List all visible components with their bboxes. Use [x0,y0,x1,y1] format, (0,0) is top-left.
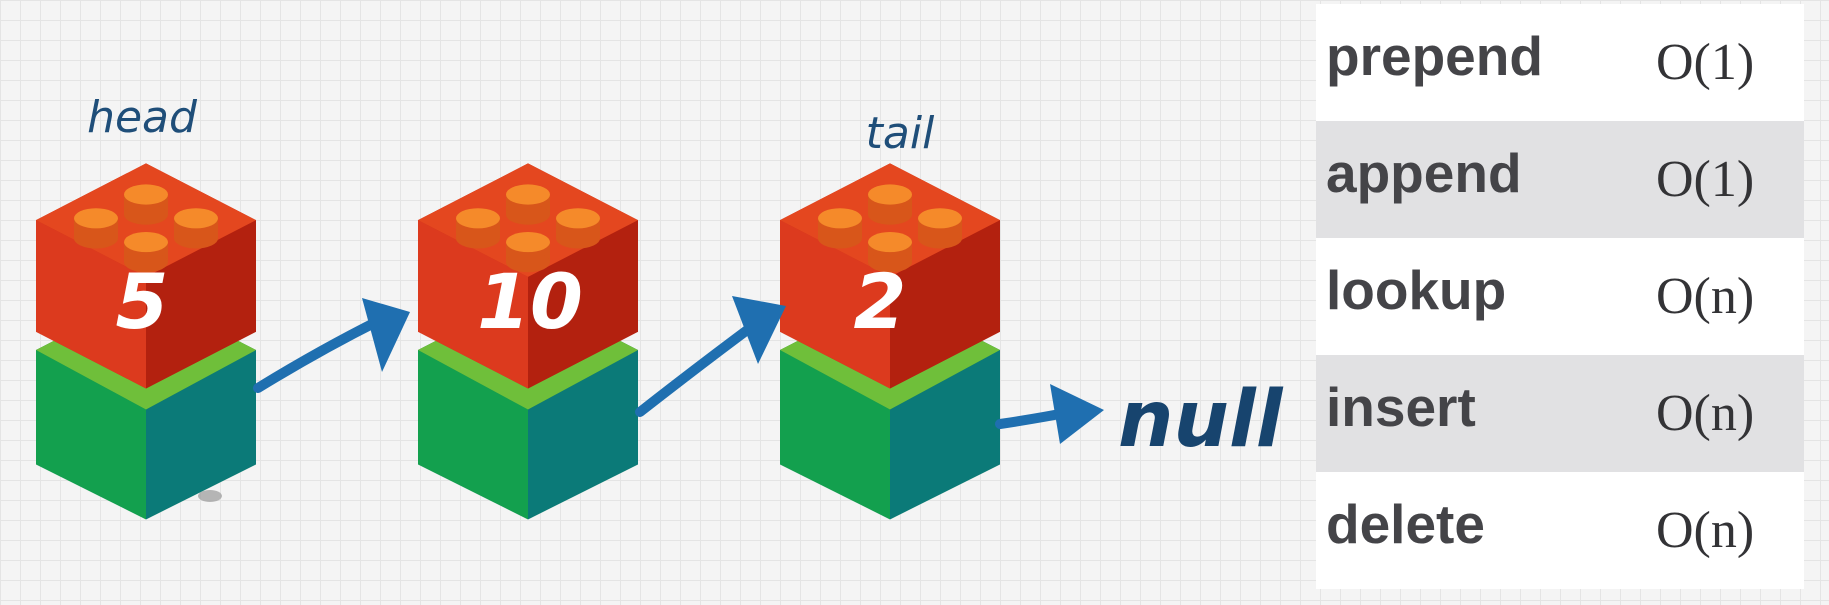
head-label: head [87,92,198,143]
operation-name: delete [1326,492,1485,555]
operation-cost: O(n) [1656,502,1755,559]
node-value-1: 5 [116,257,169,346]
linked-list-diagram: 5 10 2 head tail null [36,92,1284,520]
table-row: prepend O(1) [1316,4,1804,121]
table-row: insert O(n) [1316,355,1804,472]
table-row: delete O(n) [1316,472,1804,589]
operation-cost: O(1) [1656,151,1755,208]
node-value-2: 10 [477,257,583,346]
operation-name: prepend [1326,24,1543,87]
operation-cost: O(n) [1656,268,1755,325]
node-value-3: 2 [854,257,907,346]
next-arrow-1 [253,298,410,393]
operation-cost: O(n) [1656,385,1755,442]
operation-name: insert [1326,375,1476,438]
complexity-table: prepend O(1) append O(1) lookup O(n) ins… [1316,4,1804,589]
cursor-mark [198,490,222,502]
operation-name: append [1326,141,1522,204]
next-arrow-2 [635,296,786,417]
table-row: lookup O(n) [1316,238,1804,355]
tail-label: tail [866,108,935,159]
null-arrow [995,384,1104,444]
operation-name: lookup [1326,258,1507,321]
null-label: null [1118,375,1284,465]
table-row: append O(1) [1316,121,1804,238]
operation-cost: O(1) [1656,34,1755,91]
